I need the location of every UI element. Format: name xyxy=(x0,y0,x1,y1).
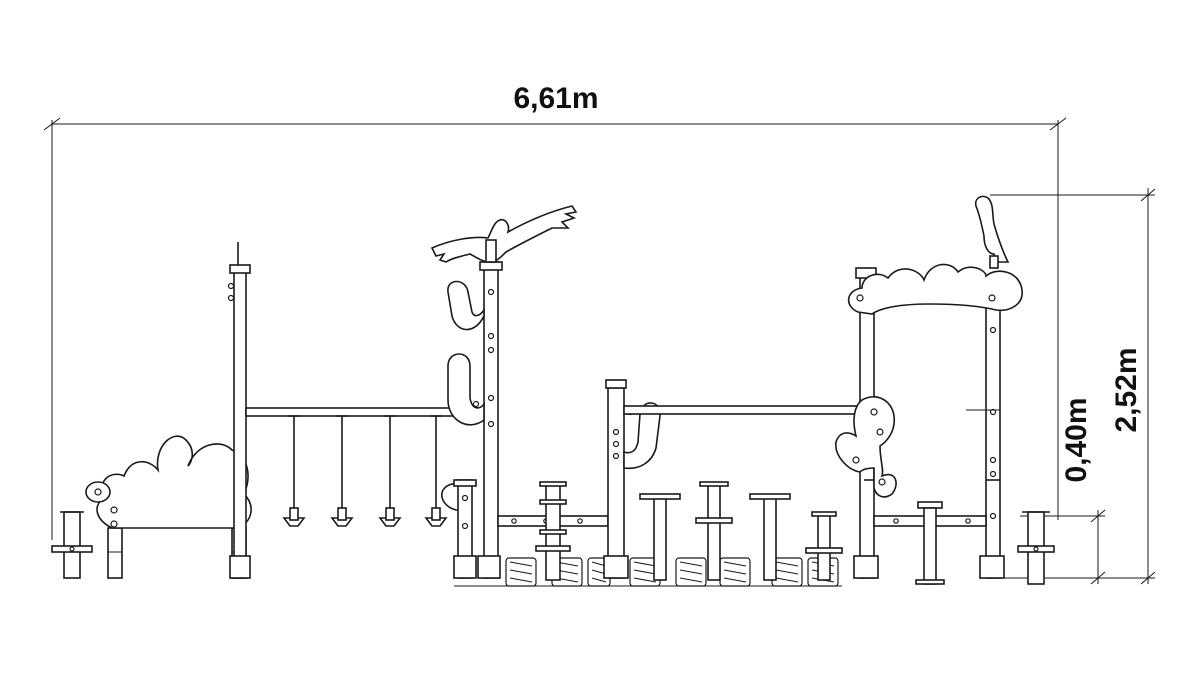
tire xyxy=(719,557,751,587)
stepping-stools xyxy=(535,481,843,581)
monkey-bar xyxy=(623,405,863,415)
stepping-stool xyxy=(535,481,571,581)
width-label: 6,61m xyxy=(513,82,598,115)
left-tall-post xyxy=(227,242,251,579)
cactus-post xyxy=(603,379,661,579)
cactus-arm-lower xyxy=(447,353,485,426)
right-platform xyxy=(864,479,1000,585)
left-stepping-post xyxy=(51,511,93,579)
hanging-handles xyxy=(282,415,448,527)
stepping-stool xyxy=(639,493,681,581)
platform-label: 0,40m xyxy=(1060,397,1093,482)
stepping-stool xyxy=(695,481,733,581)
stepping-stool xyxy=(805,511,843,581)
eagle-tower xyxy=(430,205,578,579)
hanging-bar xyxy=(245,407,487,527)
cloud-frame xyxy=(835,195,1023,579)
stepping-stool xyxy=(749,493,791,581)
tire xyxy=(505,557,537,587)
cactus-panel xyxy=(835,396,897,498)
cactus-arm xyxy=(623,402,661,470)
platform-dimension: 0,40m xyxy=(1020,397,1106,585)
right-stepping-post xyxy=(1017,511,1055,585)
cloud-sign xyxy=(847,263,1023,315)
width-dimension: 6,61m xyxy=(43,82,1067,540)
bird-silhouette xyxy=(974,195,1010,263)
height-dimension: 2,52m xyxy=(990,188,1156,585)
tire xyxy=(675,557,707,587)
bush-panel xyxy=(85,435,252,579)
tire-row xyxy=(505,557,839,587)
height-label: 2,52m xyxy=(1110,347,1143,432)
cactus-arm-upper xyxy=(447,280,485,331)
eagle-silhouette xyxy=(430,205,578,263)
centre-small-post xyxy=(453,479,477,579)
